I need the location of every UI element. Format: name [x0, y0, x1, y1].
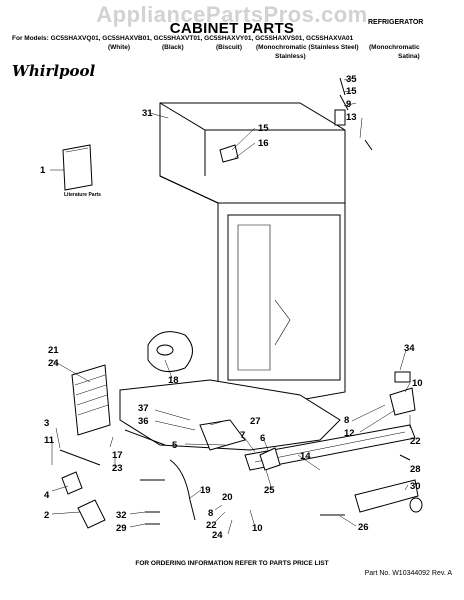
page-title: CABINET PARTS [169, 20, 295, 37]
exploded-diagram: Literature Parts 35 15 9 13 31 15 16 1 2… [40, 74, 423, 541]
callout-17: 17 [112, 450, 123, 461]
callout-3: 3 [44, 418, 49, 429]
color-white: (White) [108, 44, 131, 51]
watermark: AppliancePartsPros.com [96, 2, 368, 27]
model-list: For Models: GC5SHAXVQ01, GC5SHAXVB01, GC… [12, 35, 354, 42]
drain-cup [147, 331, 193, 373]
callout-29: 29 [116, 523, 127, 534]
callout-25: 25 [264, 485, 275, 496]
part-number: Part No. W10344092 Rev. A [364, 570, 452, 577]
callout-1: 1 [40, 165, 46, 176]
callout-37: 37 [138, 403, 149, 414]
callout-11: 11 [44, 435, 55, 446]
roller [354, 479, 419, 513]
water-tube [169, 459, 196, 521]
callout-24: 24 [48, 358, 59, 369]
callout-22b: 22 [206, 520, 217, 531]
color-stainless-cont: Stainless) [275, 53, 306, 60]
color-satina-cont: Satina) [398, 53, 420, 60]
callout-9: 9 [346, 99, 351, 110]
callout-16: 16 [258, 138, 269, 149]
color-stainless: (Monochromatic (Stainless Steel) [256, 44, 359, 51]
callout-26: 26 [358, 522, 369, 533]
callout-18: 18 [168, 375, 179, 386]
compressor-cover [71, 364, 111, 436]
callout-8: 8 [344, 415, 349, 426]
callout-13: 13 [346, 112, 357, 123]
callout-2: 2 [44, 510, 49, 521]
callout-31: 31 [142, 108, 153, 119]
whirlpool-logo: Whirlpool [12, 62, 96, 80]
color-satina: (Monochromatic [369, 44, 420, 51]
ordering-note: FOR ORDERING INFORMATION REFER TO PARTS … [135, 560, 329, 567]
callout-15b: 15 [258, 123, 269, 134]
callout-6: 6 [260, 433, 265, 444]
callout-24b: 24 [212, 530, 223, 541]
literature-label: Literature Parts [64, 192, 101, 198]
callout-28: 28 [410, 464, 421, 475]
callout-19: 19 [200, 485, 211, 496]
callout-35: 35 [346, 74, 357, 85]
callout-30: 30 [410, 481, 421, 492]
callout-10b: 10 [252, 523, 263, 534]
callout-23: 23 [112, 463, 123, 474]
literature-book [62, 144, 93, 191]
callout-12: 12 [344, 428, 355, 439]
callout-5: 5 [172, 440, 178, 451]
callout-34: 34 [404, 343, 415, 354]
callout-22: 22 [410, 436, 421, 447]
callout-36: 36 [138, 416, 149, 427]
color-biscuit: (Biscuit) [216, 44, 242, 51]
front-rail [244, 424, 416, 471]
callout-20: 20 [222, 492, 233, 503]
callout-27: 27 [250, 416, 261, 427]
color-black: (Black) [162, 44, 184, 51]
callout-21: 21 [48, 345, 59, 356]
callout-8b: 8 [208, 508, 213, 519]
leveler-left [77, 499, 106, 529]
callout-4: 4 [44, 490, 50, 501]
callout-32: 32 [116, 510, 127, 521]
callout-10: 10 [412, 378, 423, 389]
callout-14: 14 [300, 451, 311, 462]
page-subtitle: REFRIGERATOR [368, 19, 424, 26]
callout-15: 15 [346, 86, 357, 97]
callout-7: 7 [240, 430, 245, 441]
